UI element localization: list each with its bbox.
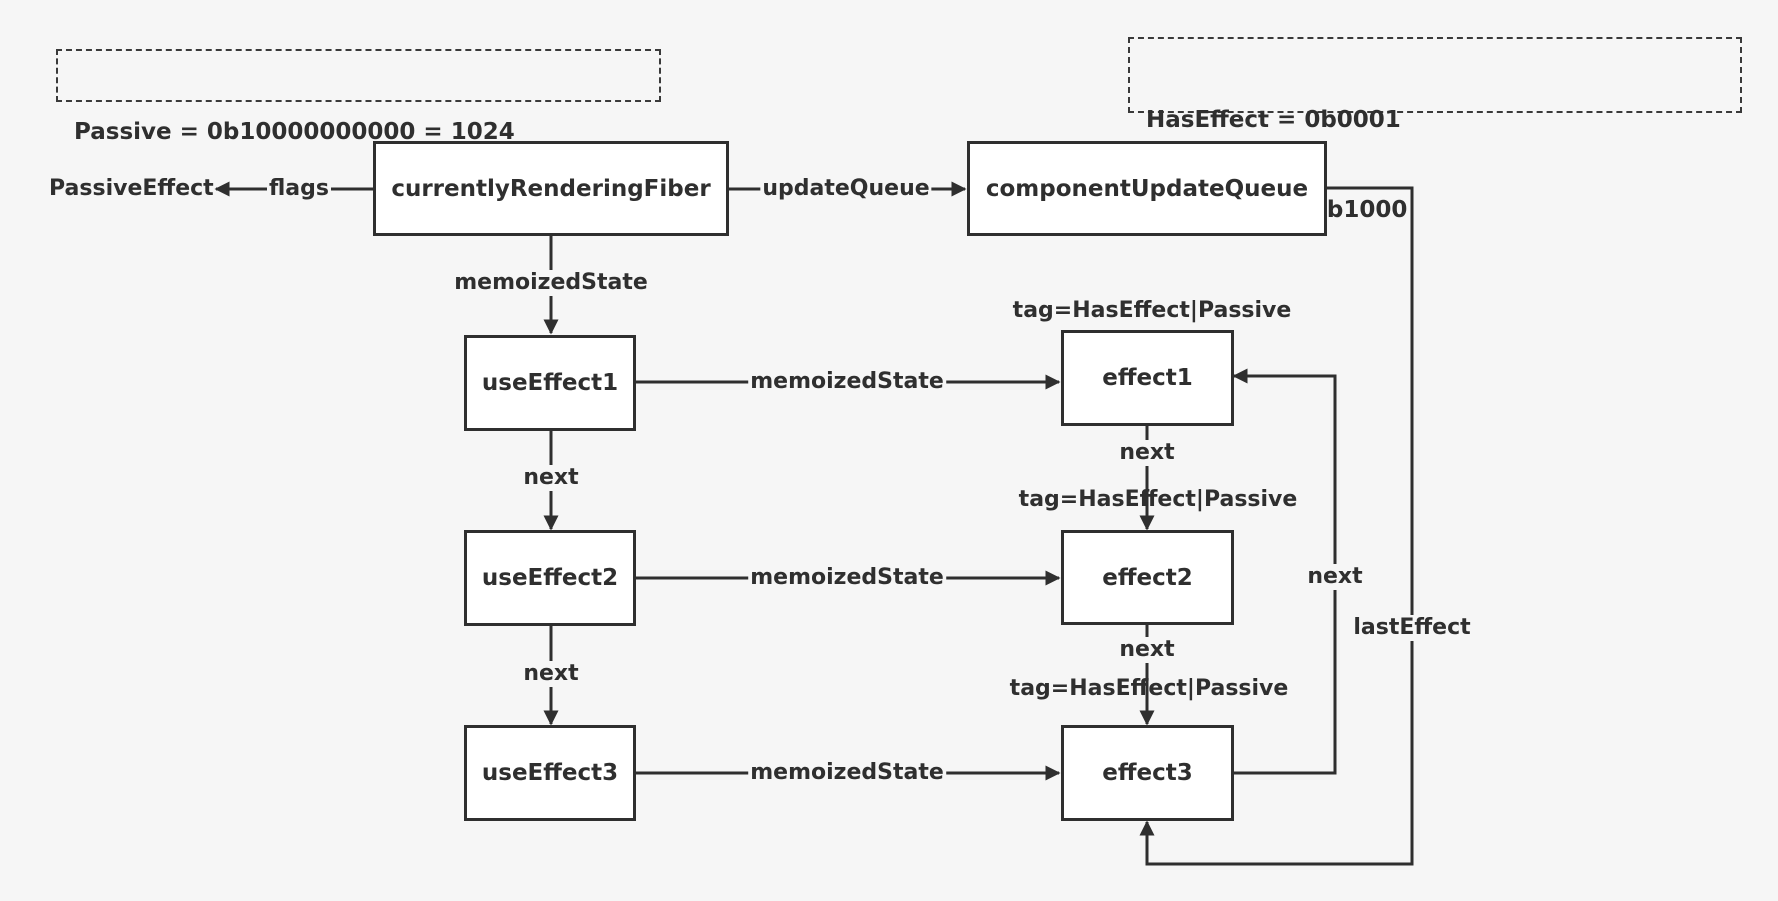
hook2-memoized-state-label: memoizedState bbox=[748, 565, 946, 591]
hook-flags-note: HasEffect = 0b0001 Passive = 0b1000 bbox=[1128, 37, 1742, 223]
fiber-node-label: currentlyRenderingFiber bbox=[391, 175, 711, 202]
effect-1-label: effect1 bbox=[1102, 365, 1193, 391]
effect3-next-label: next bbox=[1305, 564, 1365, 590]
use-effect-2-label: useEffect2 bbox=[481, 565, 619, 591]
effect3-tag-label: tag=HasEffect|Passive bbox=[1009, 676, 1289, 701]
last-effect-edge bbox=[1139, 186, 1414, 866]
effect-3-label: effect3 bbox=[1102, 760, 1193, 786]
effect-1-node: effect1 bbox=[1061, 330, 1234, 426]
effect-3-node: effect3 bbox=[1061, 725, 1234, 821]
update-queue-node: componentUpdateQueue bbox=[967, 141, 1327, 236]
effect-2-node: effect2 bbox=[1061, 530, 1234, 625]
use-effect-1-label: useEffect1 bbox=[481, 370, 619, 396]
passive-value-text: Passive = 0b10000000000 = 1024 bbox=[74, 119, 515, 145]
effect1-tag-label: tag=HasEffect|Passive bbox=[1012, 298, 1292, 323]
has-effect-flag-text: HasEffect = 0b0001 bbox=[1146, 107, 1401, 133]
effect2-next-label: next bbox=[1117, 637, 1177, 663]
flags-edge-label: flags bbox=[267, 176, 331, 202]
update-queue-node-label: componentUpdateQueue bbox=[985, 175, 1309, 202]
effect2-tag-label: tag=HasEffect|Passive bbox=[1018, 487, 1298, 512]
effect1-next-label: next bbox=[1117, 440, 1177, 466]
hook3-memoized-state-label: memoizedState bbox=[748, 760, 946, 786]
last-effect-label: lastEffect bbox=[1351, 615, 1473, 641]
hook1-next-label: next bbox=[521, 465, 581, 491]
use-effect-3-label: useEffect3 bbox=[481, 760, 619, 786]
fiber-memoized-state-label: memoizedState bbox=[452, 270, 650, 296]
fiber-node: currentlyRenderingFiber bbox=[373, 141, 729, 236]
use-effect-2-node: useEffect2 bbox=[464, 530, 636, 626]
passive-effect-label: PassiveEffect bbox=[49, 176, 214, 201]
use-effect-3-node: useEffect3 bbox=[464, 725, 636, 821]
hook2-next-label: next bbox=[521, 661, 581, 687]
passive-flag-note: Passive = 0b10000000000 = 1024 bbox=[56, 49, 661, 145]
update-queue-edge-label: updateQueue bbox=[760, 176, 932, 202]
hook1-memoized-state-label: memoizedState bbox=[748, 369, 946, 395]
use-effect-1-node: useEffect1 bbox=[464, 335, 636, 431]
effect-2-label: effect2 bbox=[1102, 564, 1193, 591]
